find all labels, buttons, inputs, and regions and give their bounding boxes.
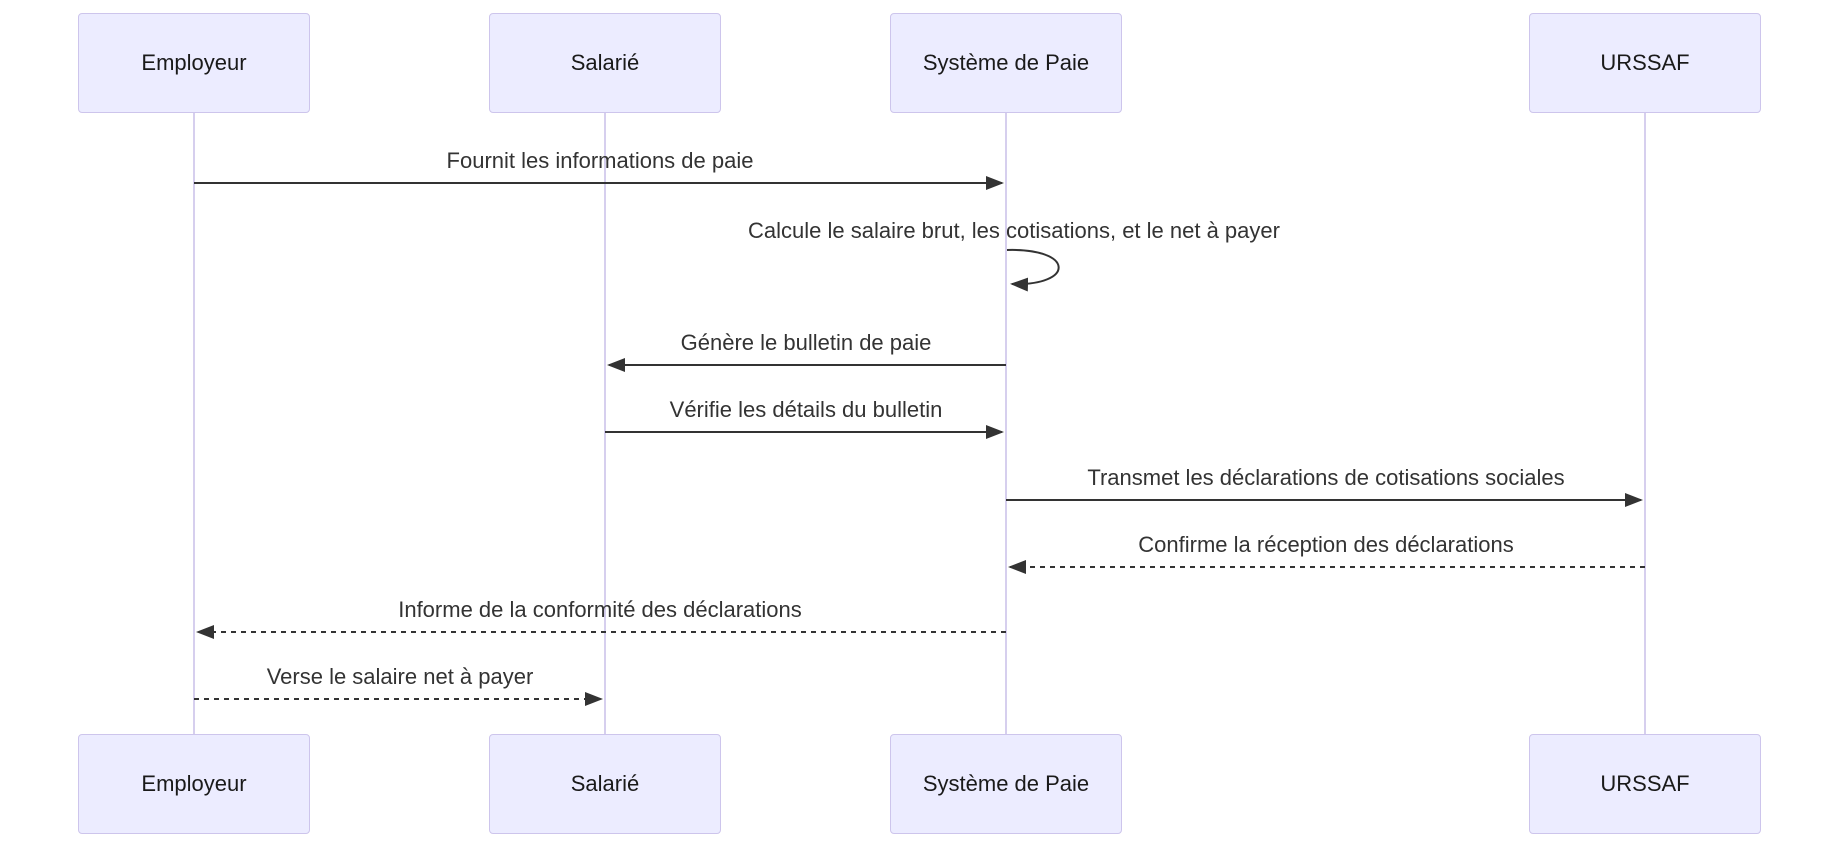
lifeline-salarie	[604, 113, 606, 734]
lifeline-urssaf	[1644, 113, 1646, 734]
actor-salarie-top: Salarié	[489, 13, 721, 113]
message-label-transmet-declarations: Transmet les déclarations de cotisations…	[1087, 465, 1565, 490]
actor-label: Employeur	[141, 771, 247, 796]
lifeline-employeur	[193, 113, 195, 734]
lifeline-systeme-de-paie	[1005, 113, 1007, 734]
message-arrow-calcule-self-loop	[1006, 248, 1060, 292]
actor-urssaf-bottom: URSSAF	[1529, 734, 1761, 834]
message-label-fournit-informations: Fournit les informations de paie	[446, 148, 754, 173]
actor-systeme-de-paie-bottom: Système de Paie	[890, 734, 1122, 834]
actor-label: Système de Paie	[922, 50, 1090, 75]
actor-employeur-bottom: Employeur	[78, 734, 310, 834]
message-label-confirme-reception: Confirme la réception des déclarations	[1138, 532, 1514, 557]
message-label-calcule-salaire: Calcule le salaire brut, les cotisations…	[748, 218, 1280, 243]
actor-employeur-top: Employeur	[78, 13, 310, 113]
actor-label: Salarié	[570, 771, 640, 796]
actor-label: Système de Paie	[922, 771, 1090, 796]
actor-systeme-de-paie-top: Système de Paie	[890, 13, 1122, 113]
actor-label: URSSAF	[1600, 771, 1690, 796]
actor-label: Employeur	[141, 50, 247, 75]
actor-label: Salarié	[570, 50, 640, 75]
actor-salarie-bottom: Salarié	[489, 734, 721, 834]
actor-label: URSSAF	[1600, 50, 1690, 75]
message-label-verse-salaire: Verse le salaire net à payer	[266, 664, 534, 689]
actor-urssaf-top: URSSAF	[1529, 13, 1761, 113]
message-label-genere-bulletin: Génère le bulletin de paie	[680, 330, 932, 355]
message-label-informe-conformite: Informe de la conformité des déclaration…	[398, 597, 802, 622]
message-label-verifie-details: Vérifie les détails du bulletin	[669, 397, 943, 422]
